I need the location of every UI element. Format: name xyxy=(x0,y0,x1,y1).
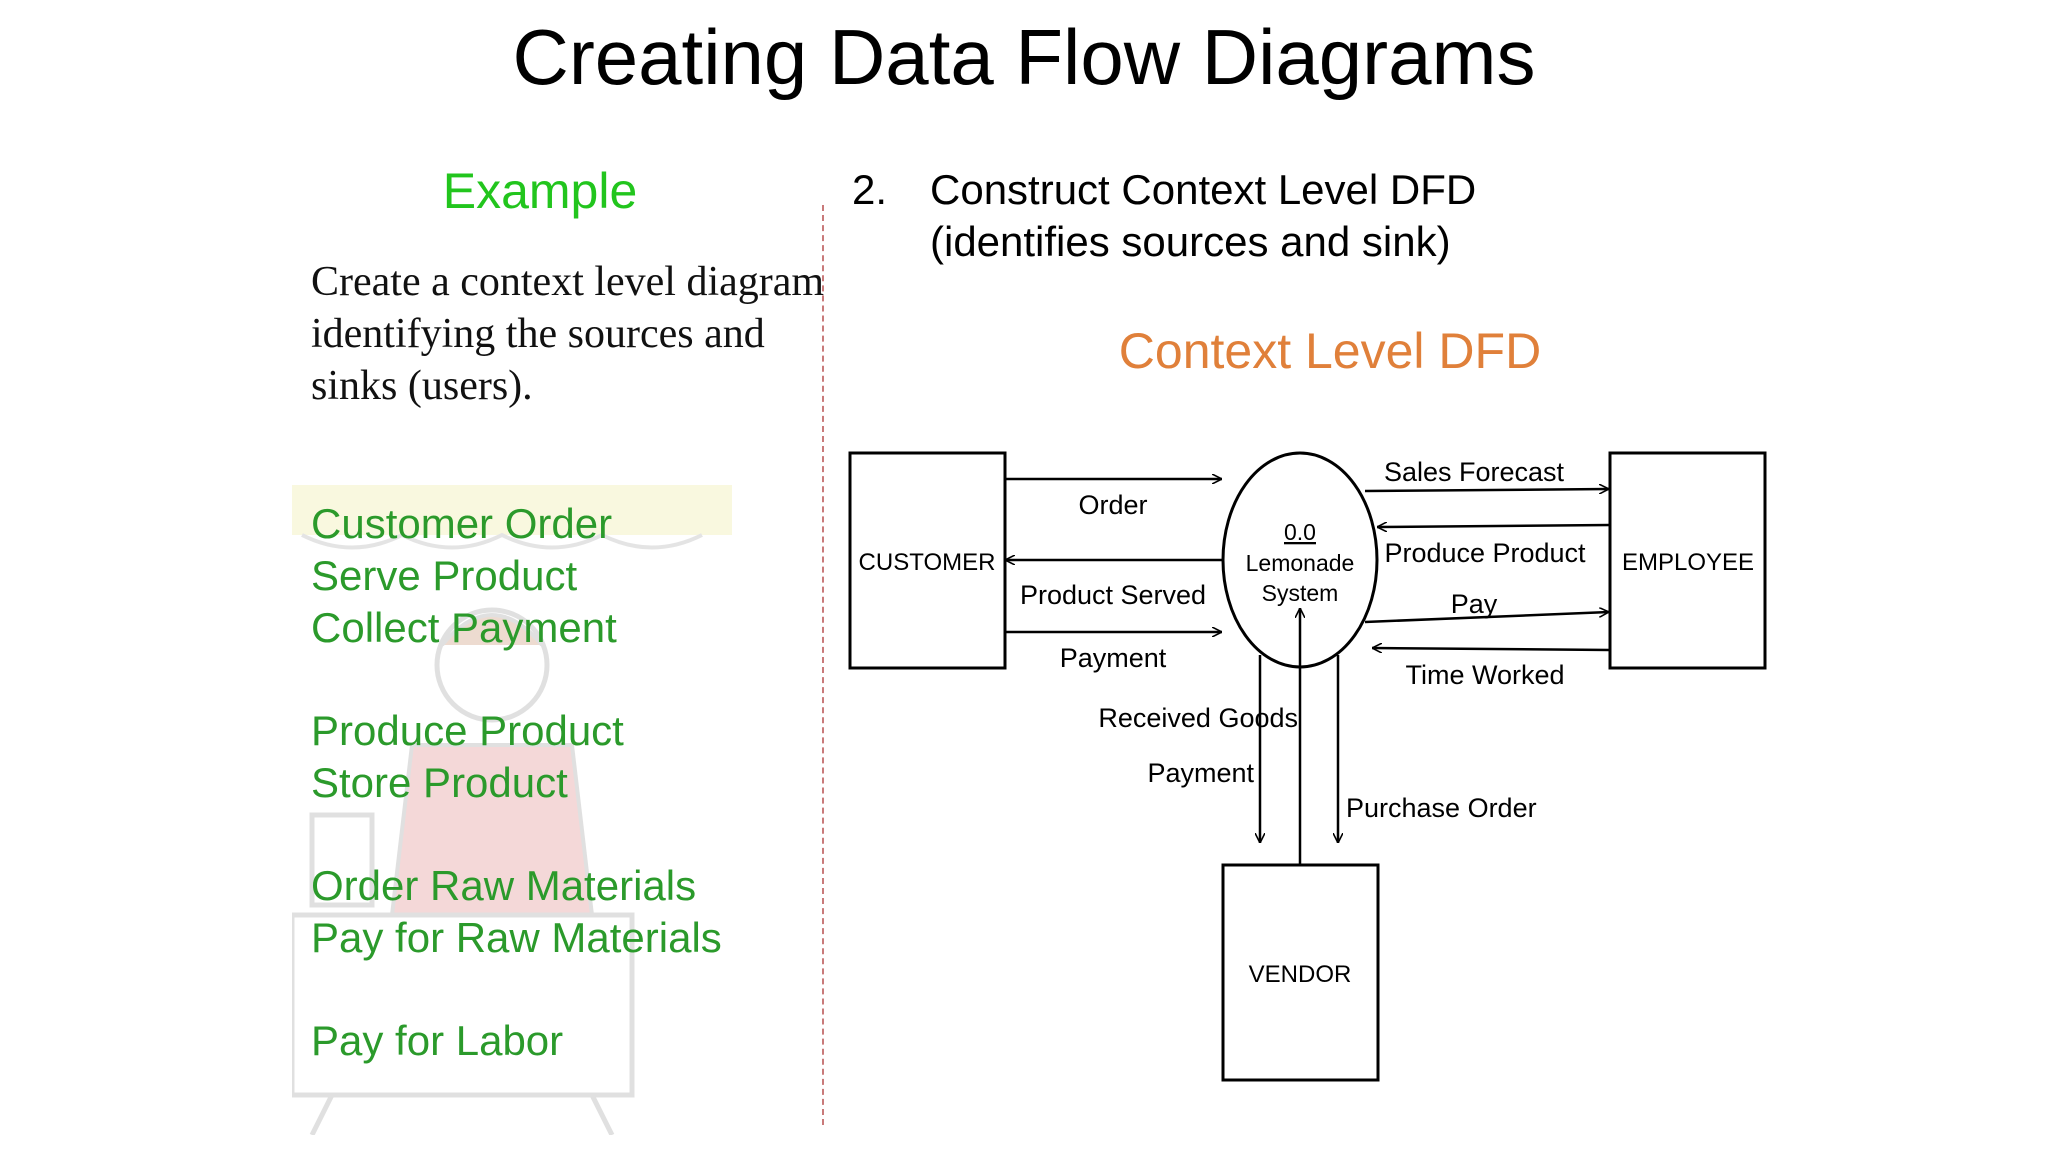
vendor-label: VENDOR xyxy=(1249,961,1352,988)
task-item: Store Product xyxy=(311,759,568,806)
column-divider xyxy=(822,205,824,1125)
customer-label: CUSTOMER xyxy=(859,549,996,576)
flow-label-order: Order xyxy=(1078,490,1147,520)
flow-label-received-goods: Received Goods xyxy=(1098,703,1298,733)
flow-label-payment-vendor: Payment xyxy=(1147,758,1254,788)
step-title: Construct Context Level DFD xyxy=(930,166,1477,213)
task-item: Pay for Raw Materials xyxy=(311,914,722,961)
lemonade-stand-clipart xyxy=(292,485,732,1135)
task-item: Pay for Labor xyxy=(311,1017,564,1064)
task-item: Collect Payment xyxy=(311,604,617,651)
flow-label-pay: Pay xyxy=(1451,589,1498,619)
diagram-title: Context Level DFD xyxy=(1118,323,1542,379)
flow-label-produce-product: Produce Product xyxy=(1384,538,1586,568)
flow-arrow-time-worked xyxy=(1372,648,1611,650)
task-item: Customer Order xyxy=(311,500,613,547)
task-item: Serve Product xyxy=(311,552,578,599)
slide-title: Creating Data Flow Diagrams xyxy=(512,13,1536,101)
vendor-entity xyxy=(1221,863,1380,1082)
flow-arrow-produce-product xyxy=(1377,525,1611,527)
flow-label-time-worked: Time Worked xyxy=(1405,660,1564,690)
flow-label-sales-forecast: Sales Forecast xyxy=(1384,457,1565,487)
flow-label-payment-customer: Payment xyxy=(1060,643,1167,673)
flow-label-product-served: Product Served xyxy=(1020,580,1206,610)
process-name-line1: Lemonade xyxy=(1246,550,1355,576)
task-item: Produce Product xyxy=(311,707,624,754)
step-subtitle: (identifies sources and sink) xyxy=(930,218,1451,265)
process-id: 0.0 xyxy=(1284,519,1316,545)
example-instructions: Create a context level diagram identifyi… xyxy=(311,259,825,409)
employee-label: EMPLOYEE xyxy=(1622,549,1754,576)
flow-label-purchase-order: Purchase Order xyxy=(1346,793,1537,823)
example-heading: Example xyxy=(442,163,638,219)
flow-arrow-pay xyxy=(1364,612,1609,624)
flow-arrow-sales-forecast xyxy=(1364,489,1609,491)
task-item: Order Raw Materials xyxy=(311,862,697,909)
process-name-line2: System xyxy=(1262,580,1339,606)
employee-entity xyxy=(1608,451,1767,670)
step-number: 2. xyxy=(852,166,888,213)
customer-entity xyxy=(848,451,1007,670)
